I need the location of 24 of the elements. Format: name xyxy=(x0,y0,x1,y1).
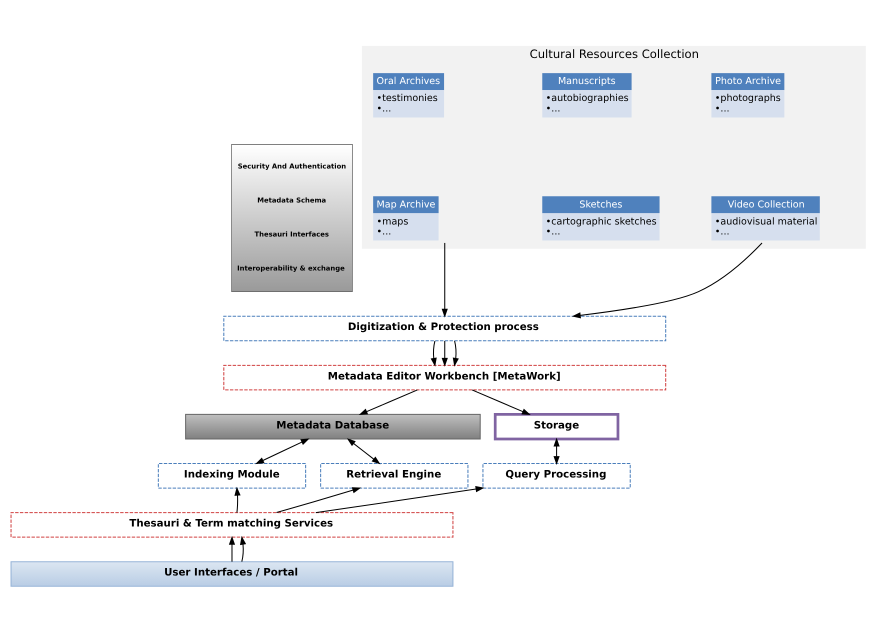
arrow xyxy=(255,438,310,464)
node-box: Metadata Database xyxy=(185,413,481,439)
node-box: Retrieval Engine xyxy=(320,462,468,488)
arrow xyxy=(452,340,459,366)
arrow xyxy=(346,438,381,464)
arrow xyxy=(553,437,560,464)
arrow xyxy=(276,486,362,513)
arrow xyxy=(228,535,236,562)
node-box: Digitization & Protection process xyxy=(223,315,666,341)
arrow xyxy=(442,340,448,366)
arrow xyxy=(430,340,437,366)
node-box: Indexing Module xyxy=(158,462,306,488)
arrow xyxy=(572,242,762,318)
node-box: Query Processing xyxy=(482,462,631,488)
arrow xyxy=(240,535,246,562)
arrow xyxy=(316,486,484,513)
arrow xyxy=(442,242,448,318)
arrow xyxy=(358,388,418,414)
node-box: Thesauri & Term matching Services xyxy=(10,512,454,538)
arrow xyxy=(472,388,531,414)
node-box: User Interfaces / Portal xyxy=(10,560,454,586)
node-box: Storage xyxy=(494,412,620,440)
node-box: Metadata Editor Workbench [MetaWork] xyxy=(223,364,666,390)
arrow xyxy=(234,486,241,512)
